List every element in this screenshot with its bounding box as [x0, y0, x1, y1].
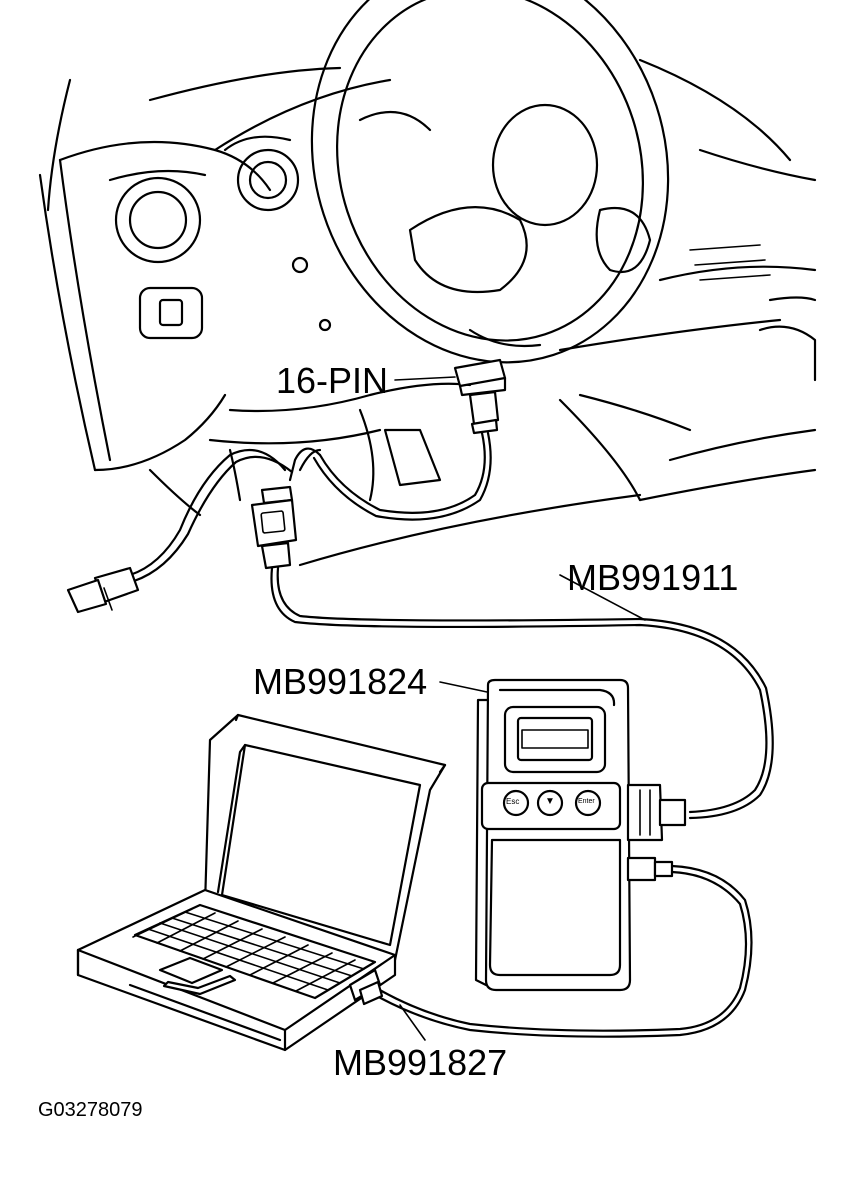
- down-button-label: ▼: [545, 796, 555, 807]
- enter-button-label: Enter: [578, 798, 595, 805]
- figure-id: G03278079: [38, 1099, 143, 1121]
- mb991911-y-cable: [66, 431, 774, 820]
- esc-button-label: Esc: [506, 797, 520, 806]
- label-mb991824: MB991824: [253, 661, 428, 702]
- laptop-computer: [76, 713, 447, 1052]
- label-mb991827: MB991827: [333, 1042, 508, 1083]
- label-16-pin: 16-PIN: [276, 360, 389, 401]
- mb991827-usb-cable: [373, 864, 753, 1041]
- 16-pin-diagnostic-connector: [394, 358, 507, 435]
- label-mb991911: MB991911: [567, 557, 739, 598]
- mb991824-interface-device: [439, 678, 687, 992]
- dashboard-illustration: [38, 0, 817, 567]
